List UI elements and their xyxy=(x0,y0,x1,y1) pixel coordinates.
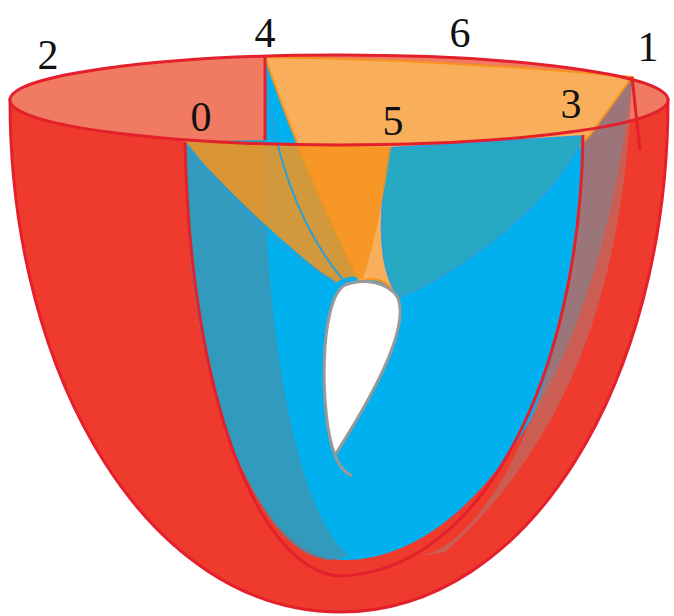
callout-number: 1 xyxy=(638,26,659,68)
hole-edge xyxy=(335,455,352,476)
surface-hole xyxy=(324,281,400,455)
callout-number: 0 xyxy=(191,96,212,138)
surface-edge xyxy=(265,57,345,282)
teal-sheet xyxy=(382,136,583,297)
callout-number: 5 xyxy=(383,100,404,142)
callout-number: 6 xyxy=(450,12,471,54)
orange-sheet xyxy=(185,142,390,282)
callout-number: 3 xyxy=(561,83,582,125)
callout-number: 2 xyxy=(38,34,59,76)
surface-edge xyxy=(185,142,335,282)
section-line xyxy=(632,77,640,150)
rim-outline xyxy=(10,55,668,145)
section-line xyxy=(264,57,267,140)
section-line xyxy=(185,135,583,576)
callout-number: 4 xyxy=(255,12,276,54)
